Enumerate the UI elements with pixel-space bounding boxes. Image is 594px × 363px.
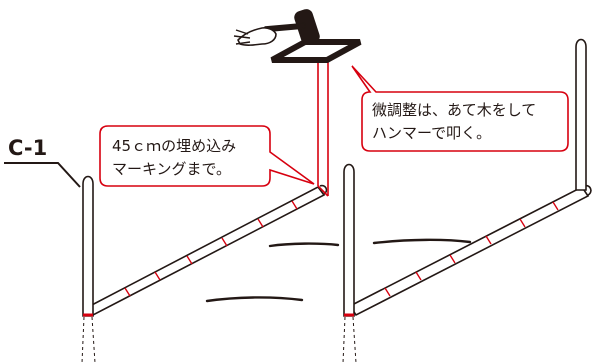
part-label-group: C-1	[4, 136, 81, 188]
ground-mark	[372, 238, 472, 245]
buried-left-post	[81, 316, 96, 363]
part-label-leader	[4, 162, 81, 188]
buried-middle-post	[342, 316, 357, 363]
callout-adjust-line1: 微調整は、あて木をして	[372, 101, 536, 119]
buried-post-segments	[81, 316, 357, 363]
middle-post	[343, 163, 355, 317]
left-rail	[86, 184, 328, 317]
left-post	[82, 175, 94, 317]
right-post	[575, 38, 587, 191]
rail-markings	[384, 201, 559, 297]
wooden-block-icon	[270, 39, 362, 63]
rear-post	[317, 60, 329, 197]
ground-marks	[205, 238, 472, 303]
right-rail	[348, 184, 592, 317]
callout-depth-line2: マーキングまで。	[112, 160, 231, 178]
part-label: C-1	[8, 136, 47, 160]
callout-adjust: 微調整は、あて木をして ハンマーで叩く。	[351, 65, 569, 152]
ground-mark	[268, 242, 340, 248]
callout-depth-line1: 45ｃｍの埋め込み	[112, 137, 236, 155]
ground-mark	[205, 296, 304, 303]
rail-markings	[124, 200, 298, 297]
callout-adjust-line2: ハンマーで叩く。	[372, 124, 491, 142]
callout-depth: 45ｃｍの埋め込み マーキングまで。	[99, 125, 315, 187]
hand-holding-hammer-icon	[233, 9, 320, 46]
